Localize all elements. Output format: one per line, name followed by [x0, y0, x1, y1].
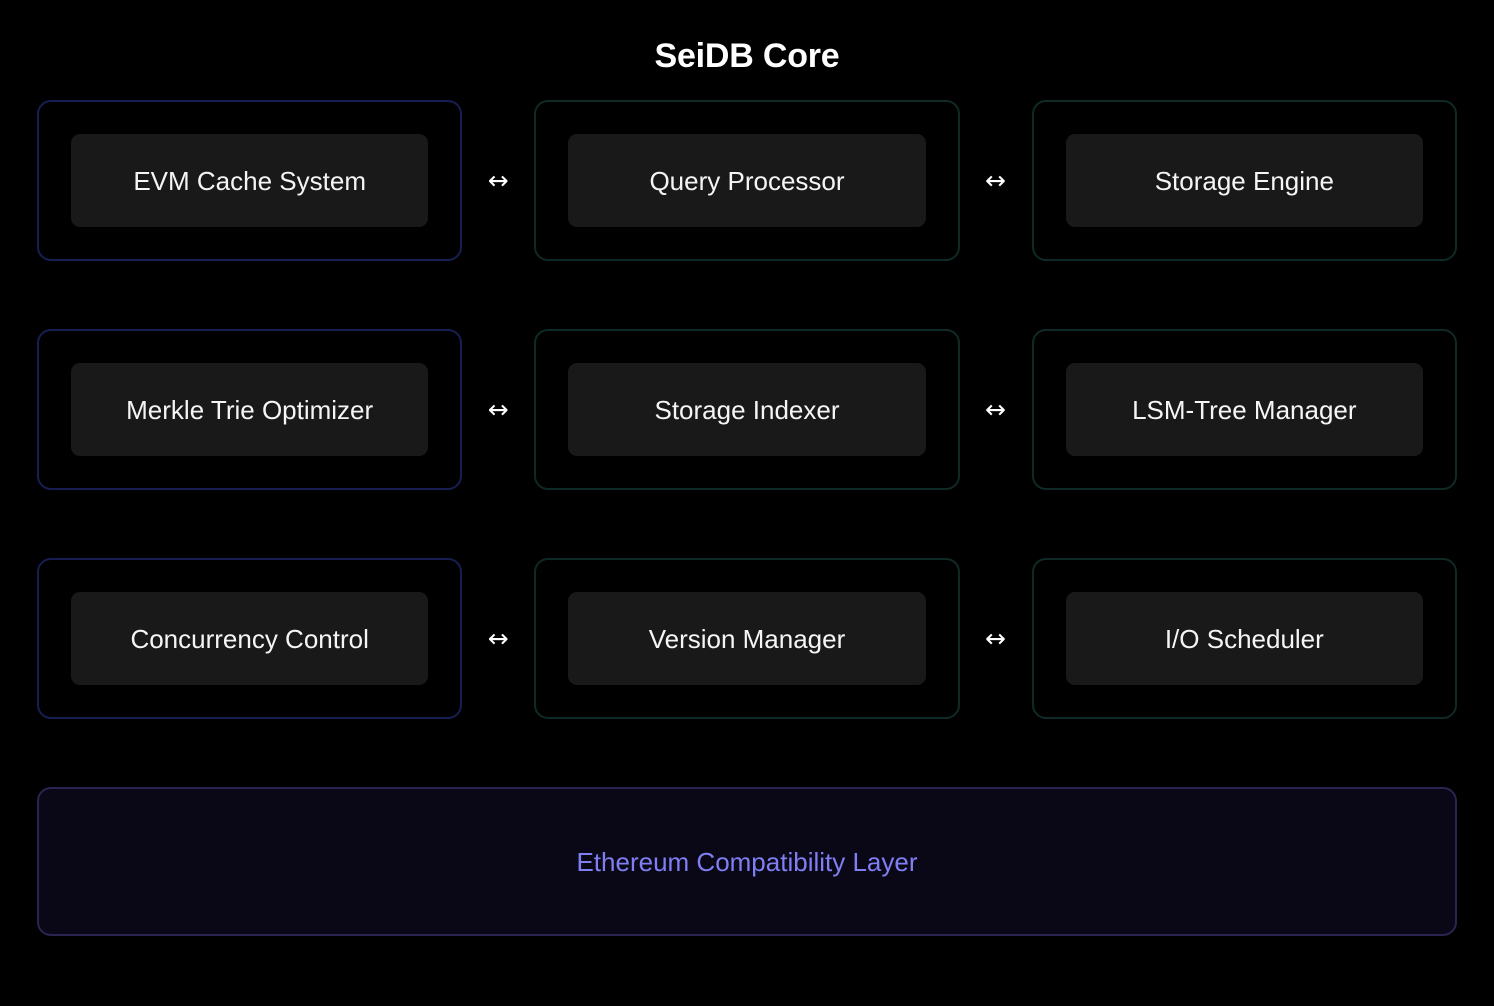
module-card-storage-indexer[interactable]: Storage Indexer: [534, 329, 960, 490]
module-grid: EVM Cache System ↔ Query Processor ↔ Sto…: [37, 100, 1457, 719]
connector-slot: ↔: [462, 100, 534, 261]
module-label: Query Processor: [649, 165, 845, 196]
ethereum-compatibility-layer-band[interactable]: Ethereum Compatibility Layer: [37, 787, 1457, 936]
page-title: SeiDB Core: [654, 37, 840, 75]
module-card-evm-cache-system[interactable]: EVM Cache System: [37, 100, 463, 261]
module-label: Storage Engine: [1154, 165, 1334, 196]
module-chip: LSM-Tree Manager: [1065, 363, 1423, 456]
module-chip: Version Manager: [568, 592, 926, 685]
module-chip: Query Processor: [568, 134, 926, 227]
module-chip: EVM Cache System: [71, 134, 429, 227]
connector-slot: ↔: [960, 558, 1032, 719]
module-row: EVM Cache System ↔ Query Processor ↔ Sto…: [37, 100, 1457, 261]
module-card-io-scheduler[interactable]: I/O Scheduler: [1031, 558, 1457, 719]
module-label: Version Manager: [648, 623, 846, 654]
module-card-storage-engine[interactable]: Storage Engine: [1031, 100, 1457, 261]
bidirectional-arrow-icon: ↔: [985, 166, 1007, 195]
bidirectional-arrow-icon: ↔: [487, 624, 509, 653]
bidirectional-arrow-icon: ↔: [487, 395, 509, 424]
connector-slot: ↔: [462, 558, 534, 719]
module-label: Merkle Trie Optimizer: [126, 394, 374, 425]
bidirectional-arrow-icon: ↔: [985, 395, 1007, 424]
module-label: LSM-Tree Manager: [1132, 394, 1357, 425]
module-chip: Concurrency Control: [71, 592, 429, 685]
bidirectional-arrow-icon: ↔: [985, 624, 1007, 653]
module-card-lsm-tree-manager[interactable]: LSM-Tree Manager: [1031, 329, 1457, 490]
ethereum-compatibility-layer-label: Ethereum Compatibility Layer: [576, 846, 918, 877]
module-card-query-processor[interactable]: Query Processor: [534, 100, 960, 261]
module-row: Merkle Trie Optimizer ↔ Storage Indexer …: [37, 329, 1457, 490]
module-label: EVM Cache System: [133, 165, 366, 196]
module-chip: Storage Indexer: [568, 363, 926, 456]
module-label: Storage Indexer: [654, 394, 840, 425]
module-card-merkle-trie-optimizer[interactable]: Merkle Trie Optimizer: [37, 329, 463, 490]
module-label: Concurrency Control: [130, 623, 369, 654]
module-chip: I/O Scheduler: [1065, 592, 1423, 685]
module-row: Concurrency Control ↔ Version Manager ↔ …: [37, 558, 1457, 719]
connector-slot: ↔: [960, 329, 1032, 490]
module-label: I/O Scheduler: [1164, 623, 1324, 654]
bidirectional-arrow-icon: ↔: [487, 166, 509, 195]
module-chip: Merkle Trie Optimizer: [71, 363, 429, 456]
connector-slot: ↔: [960, 100, 1032, 261]
module-chip: Storage Engine: [1065, 134, 1423, 227]
module-card-version-manager[interactable]: Version Manager: [534, 558, 960, 719]
module-card-concurrency-control[interactable]: Concurrency Control: [37, 558, 463, 719]
connector-slot: ↔: [462, 329, 534, 490]
